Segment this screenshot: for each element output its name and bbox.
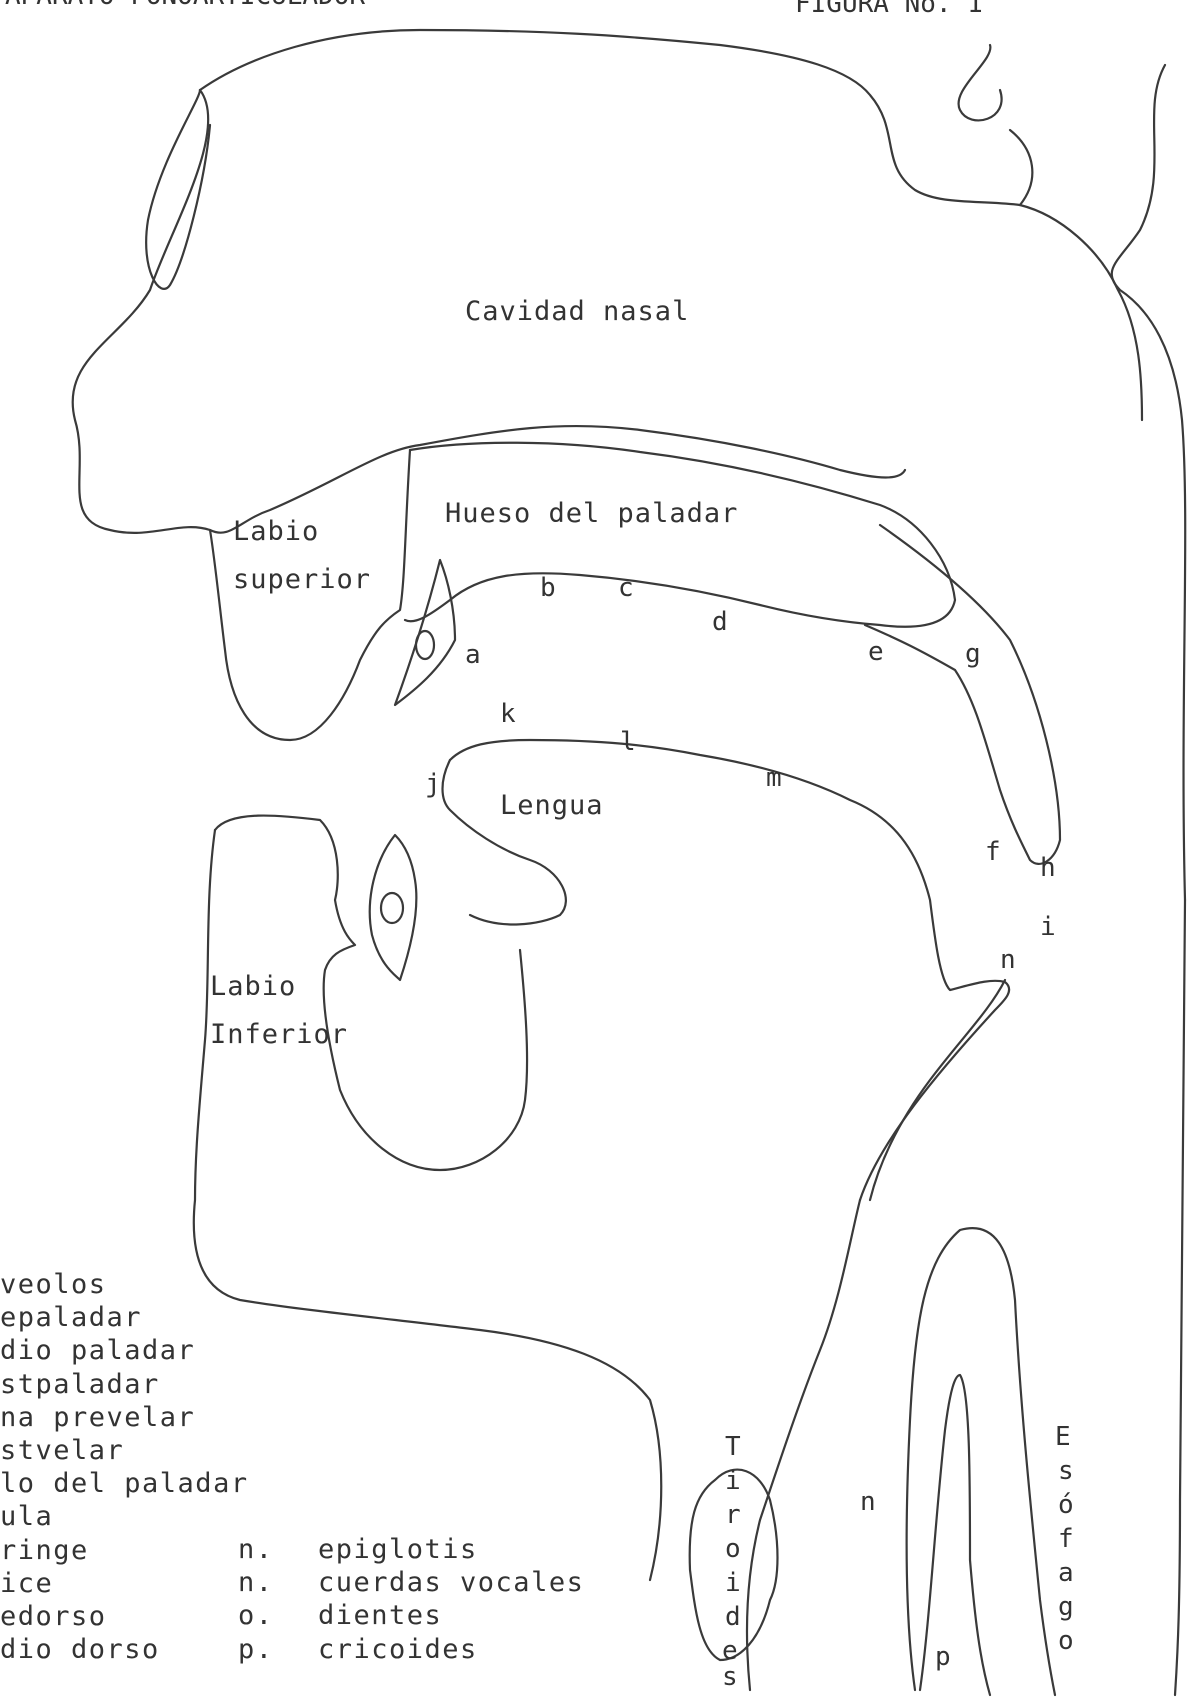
tongue-label: Lengua [500,790,604,821]
legend-left-item: stpaladar [0,1368,249,1401]
legend-left-item: veolos [0,1268,249,1301]
legend-key: p. [238,1633,318,1666]
legend-text: epiglotis [318,1534,478,1565]
point-label-p: p [935,1642,951,1672]
skull-top-outline [200,30,1020,205]
point-label-d: d [712,607,728,637]
legend-left-item: dio dorso [0,1633,249,1666]
legend-text: dientes [318,1600,442,1631]
soft-palate-outline [865,525,1060,864]
lower-lip-label-line2: Inferior [210,1019,348,1050]
hard-palate-outline [405,443,955,627]
upper-lip-label-line1: Labio [233,516,319,547]
epiglottis-outline [870,980,1005,1200]
legend-key: n. [238,1533,318,1566]
point-label-a: a [465,640,481,670]
legend-left-item: na prevelar [0,1401,249,1434]
lower-tooth-dot [381,893,403,923]
lower-tooth-outline [370,835,417,980]
figure-header-title: APARATO FONOARTICULADOR [5,0,365,11]
esophagus-letter-a: a [1058,1558,1074,1588]
point-label-g: g [965,639,981,669]
legend-text: cricoides [318,1634,478,1665]
point-label-k: k [500,699,516,729]
legend-left-item: stvelar [0,1434,249,1467]
upper-lip-outline [210,450,410,740]
nose-bridge-outline [146,90,210,289]
point-label-n-epiglottis: n [1000,945,1016,975]
esophagus-letter-s: s [1058,1456,1074,1486]
point-label-h: h [1040,853,1056,883]
point-label-m: m [766,763,782,793]
legend-left-item: epaladar [0,1301,249,1334]
palate-bone-label: Hueso del paladar [445,498,738,529]
thyroid-letter-T: T [725,1432,741,1462]
lower-lip-label-line1: Labio [210,971,296,1002]
thyroid-letter-o: o [725,1534,741,1564]
sinus-outline [959,45,1033,205]
cricoid-outline [907,1228,1055,1695]
thyroid-letter-i2: i [725,1568,741,1598]
chin-outline [194,830,661,1580]
legend-key: n. [238,1566,318,1599]
point-label-j: j [425,769,441,799]
point-label-c: c [618,573,634,603]
esophagus-letter-g: g [1058,1592,1074,1622]
point-label-f: f [985,837,1001,867]
legend-left-item: edorso [0,1600,249,1633]
posterior-head-outline [1112,65,1186,900]
legend-left-item: lo del paladar [0,1467,249,1500]
esophagus-letter-o: ó [1058,1490,1074,1520]
thyroid-letter-i: i [725,1466,741,1496]
esophagus-letter-E: E [1055,1422,1071,1452]
esophagus-vertical-label: E s ó f a g o [1055,1422,1074,1656]
legend-left-item: ula [0,1500,249,1533]
legend-right-item: o.dientes [238,1599,584,1632]
point-label-b: b [540,573,556,603]
figure-number: FIGURA No. 1 [795,0,983,19]
legend-left-item: ice [0,1567,249,1600]
point-label-i: i [1040,912,1056,942]
upper-tooth-dot [416,631,434,659]
nasal-cavity-label: Cavidad nasal [465,296,689,327]
legend-right-item: n.epiglotis [238,1533,584,1566]
thyroid-letter-r: r [725,1500,741,1530]
tongue-tip-outline [443,760,566,924]
legend-key: o. [238,1599,318,1632]
thyroid-vertical-label-rest: T i r o i d e s [722,1432,741,1692]
point-label-n-cords: n [860,1487,876,1517]
pharynx-back-wall [1020,205,1142,420]
esophagus-letter-o2: o [1058,1626,1074,1656]
legend-text: cuerdas vocales [318,1567,584,1598]
legend-left-item: ringe [0,1534,249,1567]
esophagus-letter-f: f [1058,1524,1074,1554]
esophagus-outline [1175,900,1185,1695]
vocal-cords-outline [920,1375,990,1695]
legend-right-item: p.cricoides [238,1633,584,1666]
thyroid-letter-s: s [722,1662,738,1692]
upper-lip-label-line2: superior [233,564,371,595]
legend-left-item: dio paladar [0,1334,249,1367]
legend-right-item: n.cuerdas vocales [238,1566,584,1599]
point-label-e: e [868,637,884,667]
point-label-l: l [620,727,636,757]
thyroid-letter-d: d [725,1602,741,1632]
